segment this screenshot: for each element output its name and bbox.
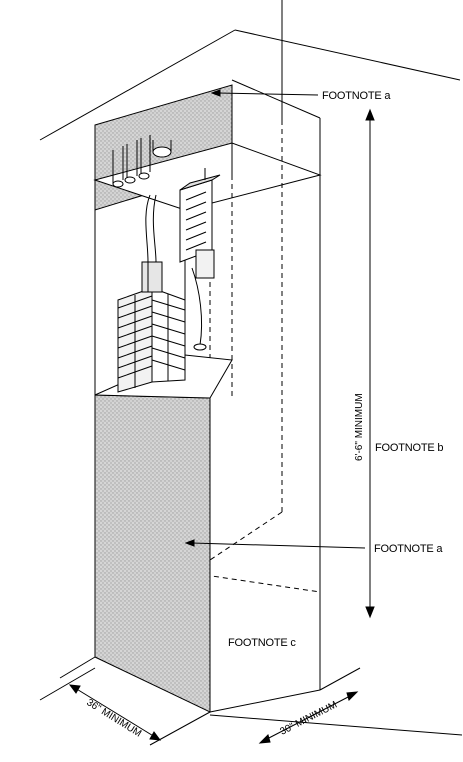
conduits — [112, 135, 207, 351]
width-dimension — [258, 667, 361, 744]
height-dimension-label: 6'-6" MINIMUM — [354, 393, 365, 461]
depth-dimension-label: 36" MINIMUM — [84, 697, 143, 739]
footnote-b-label: FOOTNOTE b — [375, 442, 443, 454]
height-dimension — [365, 108, 375, 619]
panelboard — [117, 261, 186, 393]
depth-dimension — [59, 656, 211, 746]
footnote-a-top-label: FOOTNOTE a — [322, 90, 391, 102]
footnote-a-mid-label: FOOTNOTE a — [374, 543, 443, 555]
width-dimension-label: 30" MINIMUM — [278, 700, 339, 738]
footnote-c-label: FOOTNOTE c — [228, 637, 296, 649]
leader-lines — [184, 89, 366, 549]
wall-lines — [39, 0, 463, 736]
meter-block — [179, 174, 221, 279]
stippled-floor-space — [94, 354, 233, 713]
